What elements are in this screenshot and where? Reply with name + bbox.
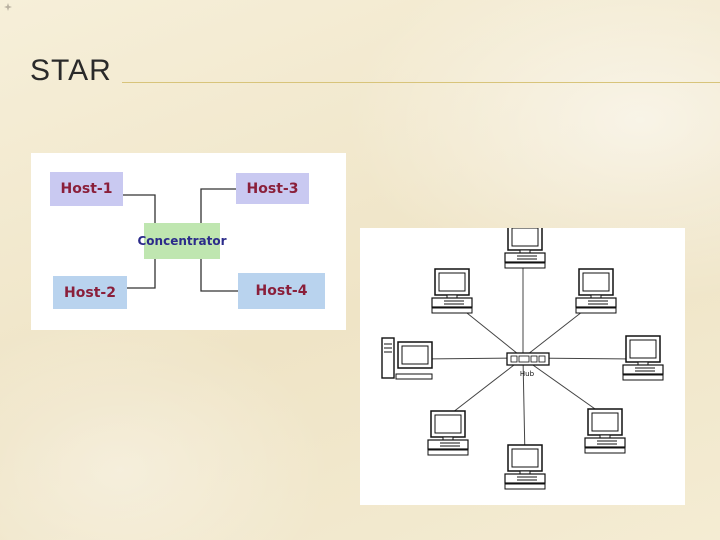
concentrator-star-diagram: Host-1 Host-2 Host-3 Host-4 Concentrator [31, 153, 346, 330]
hub-icon [506, 352, 550, 366]
slide-title: STAR [30, 54, 112, 87]
hub-star-diagram: Hub [360, 228, 685, 505]
link-host-3 [200, 188, 236, 223]
host-4-box: Host-4 [238, 273, 325, 309]
corner-star-icon [4, 3, 12, 11]
link-host-2 [127, 258, 156, 289]
computer-icon [427, 410, 469, 456]
tower-computer-icon [381, 337, 433, 380]
host-2-box: Host-2 [53, 276, 127, 309]
concentrator-box: Concentrator [137, 223, 227, 259]
computer-icon [622, 335, 664, 381]
network-cables [419, 264, 639, 459]
title-divider [122, 82, 720, 83]
connector-lines [123, 188, 238, 292]
computer-icon [504, 228, 546, 269]
link-host-4 [200, 258, 238, 292]
host-3-box: Host-3 [236, 173, 309, 204]
link-host-1 [123, 194, 156, 223]
hub-label: Hub [520, 370, 535, 378]
computer-icon [575, 268, 617, 314]
computer-icon [504, 444, 546, 490]
computer-icon [584, 408, 626, 454]
host-1-box: Host-1 [50, 172, 123, 206]
computer-icon [431, 268, 473, 314]
hub-network-drawing: Hub [381, 228, 664, 490]
